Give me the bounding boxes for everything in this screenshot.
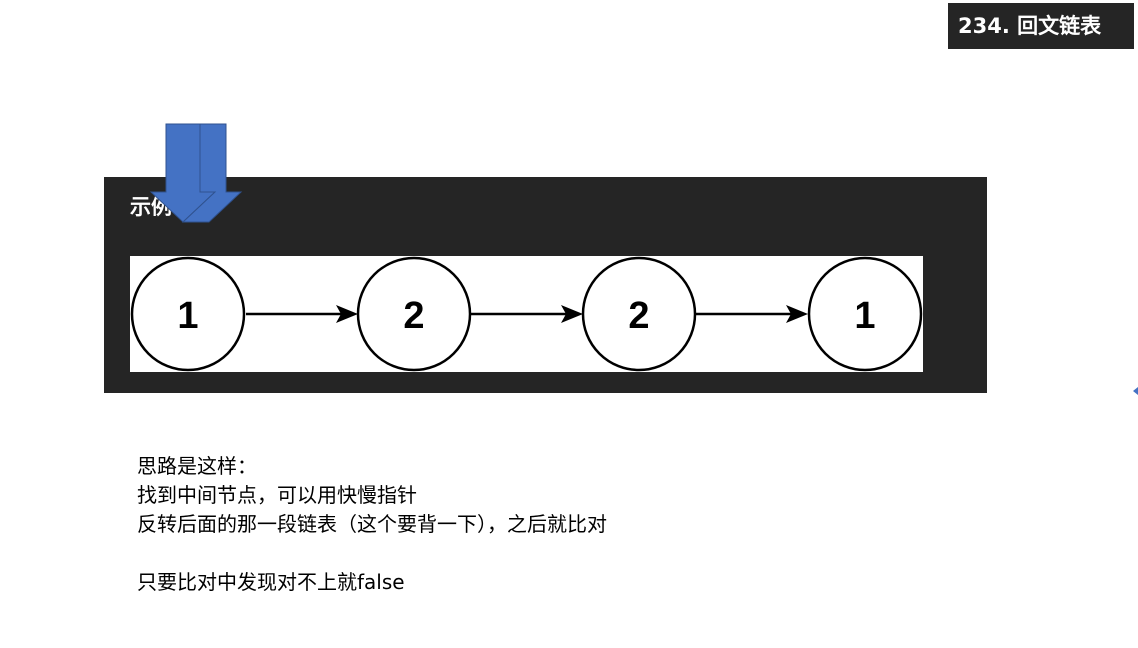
list-edge-3 (696, 305, 808, 323)
list-node-1-value: 1 (177, 295, 198, 337)
linked-list-diagram: 1 2 2 1 (130, 256, 923, 372)
list-node-3-value: 2 (628, 295, 649, 337)
notes-text: 思路是这样： 找到中间节点，可以用快慢指针 反转后面的那一段链表（这个要背一下）… (137, 452, 607, 597)
list-node-3: 2 (581, 256, 697, 372)
note-spacer (137, 539, 607, 568)
problem-title: 234. 回文链表 (948, 3, 1134, 49)
list-node-2-value: 2 (403, 295, 424, 337)
linked-list-svg: 1 2 2 1 (130, 256, 923, 372)
note-line-3: 反转后面的那一段链表（这个要背一下），之后就比对 (137, 512, 607, 536)
list-edge-2 (471, 305, 583, 323)
left-arrowhead-icon (1133, 387, 1138, 395)
list-node-1: 1 (130, 256, 246, 372)
list-node-2: 2 (356, 256, 472, 372)
note-line-2: 找到中间节点，可以用快慢指针 (137, 483, 417, 507)
note-line-4: 只要比对中发现对不上就false (137, 570, 405, 594)
down-arrow-icon[interactable] (0, 0, 260, 240)
list-node-4-value: 1 (854, 295, 875, 337)
list-edge-1 (246, 305, 358, 323)
list-node-4: 1 (807, 256, 923, 372)
note-line-1: 思路是这样： (137, 454, 257, 478)
